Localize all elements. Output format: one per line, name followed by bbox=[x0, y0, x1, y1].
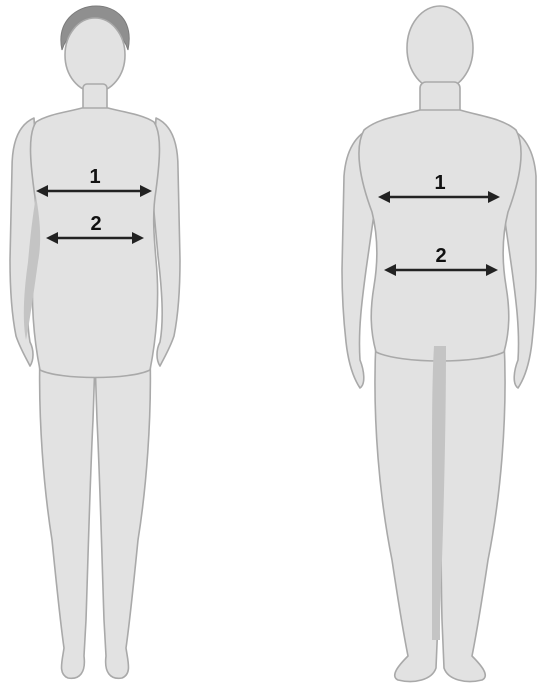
female-left-leg bbox=[40, 350, 95, 678]
female-head bbox=[65, 18, 125, 92]
male-measurement-2-label: 2 bbox=[435, 245, 446, 267]
female-figure bbox=[10, 6, 180, 678]
male-left-leg bbox=[375, 340, 440, 682]
male-measurement-1-label: 1 bbox=[434, 172, 445, 194]
male-head bbox=[407, 6, 473, 90]
male-figure bbox=[342, 6, 536, 682]
female-right-leg bbox=[95, 350, 150, 678]
female-torso bbox=[31, 108, 160, 378]
male-right-leg bbox=[440, 340, 505, 682]
female-measurement-1-label: 1 bbox=[89, 166, 100, 188]
female-measurement-2-label: 2 bbox=[90, 213, 101, 235]
male-torso bbox=[359, 110, 521, 361]
